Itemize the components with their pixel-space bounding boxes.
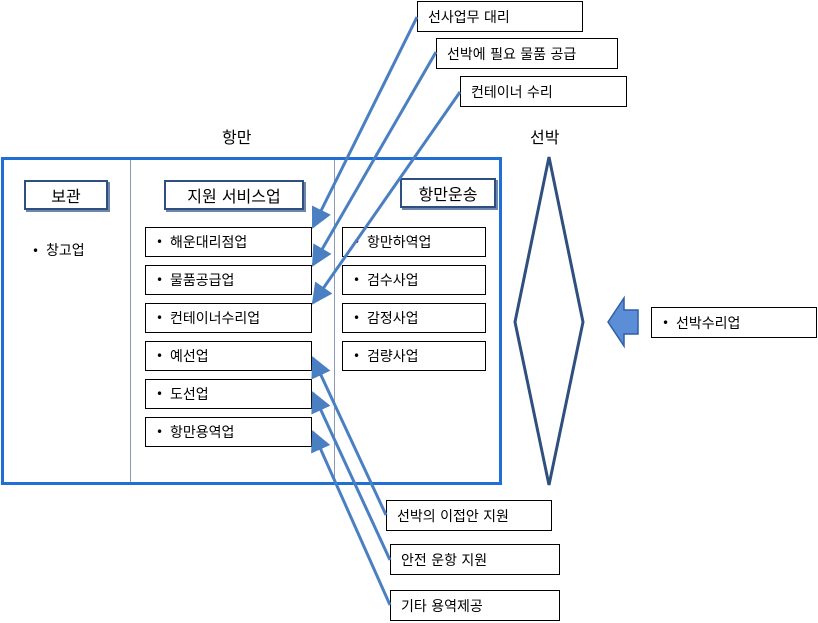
port-transport-header: 항만운송 bbox=[400, 178, 496, 208]
note-berthing: 선박의 이접안 지원 bbox=[386, 500, 552, 531]
bullet: • bbox=[156, 311, 164, 325]
support-item-agency: • 해운대리점업 bbox=[145, 227, 312, 257]
transport-item-label: 검수사업 bbox=[367, 273, 419, 289]
support-item-label: 항만용역업 bbox=[170, 425, 235, 441]
storage-header: 보관 bbox=[24, 180, 108, 210]
support-item-label: 해운대리점업 bbox=[170, 235, 248, 251]
arrow-port-service bbox=[311, 430, 392, 606]
port-frame bbox=[1, 157, 502, 485]
arrow-agency bbox=[311, 16, 419, 229]
support-item-container-repair: • 컨테이너수리업 bbox=[145, 303, 312, 333]
bullet: • bbox=[353, 349, 361, 363]
transport-item-tally: • 검수사업 bbox=[342, 265, 486, 295]
transport-item-survey: • 감정사업 bbox=[342, 303, 486, 333]
support-item-label: 물품공급업 bbox=[170, 273, 235, 289]
ship-repair-box: • 선박수리업 bbox=[651, 307, 817, 338]
support-item-supply: • 물품공급업 bbox=[145, 265, 312, 295]
support-item-label: 컨테이너수리업 bbox=[170, 311, 261, 327]
arrow-towing bbox=[311, 356, 388, 516]
bullet: • bbox=[662, 315, 670, 330]
ship-diamond bbox=[513, 156, 585, 486]
transport-item-measuring: • 검량사업 bbox=[342, 341, 486, 371]
arrow-container-repair bbox=[311, 91, 462, 305]
column-divider-2 bbox=[334, 160, 335, 482]
bullet: • bbox=[353, 273, 361, 287]
ship-title: 선박 bbox=[530, 128, 560, 147]
transport-item-stevedoring: •항만하역업 bbox=[342, 227, 486, 257]
note-other-services: 기타 용역제공 bbox=[390, 590, 560, 621]
block-arrow-left-icon bbox=[607, 295, 639, 349]
support-item-pilotage: • 도선업 bbox=[145, 379, 312, 409]
arrow-pilotage bbox=[311, 391, 392, 561]
support-item-port-service: • 항만용역업 bbox=[145, 417, 312, 447]
support-item-towing: • 예선업 bbox=[145, 341, 312, 371]
bullet: • bbox=[156, 387, 164, 401]
note-container-repair: 컨테이너 수리 bbox=[460, 76, 627, 107]
note-supply: 선박에 필요 물품 공급 bbox=[436, 38, 618, 69]
storage-item: • 창고업 bbox=[32, 240, 85, 260]
storage-item-label: 창고업 bbox=[46, 243, 85, 259]
transport-item-label: 항만하역업 bbox=[367, 235, 432, 251]
note-safe-navigation: 안전 운항 지원 bbox=[390, 544, 560, 575]
column-divider-1 bbox=[130, 160, 131, 482]
bullet: • bbox=[32, 244, 40, 258]
bullet: • bbox=[156, 349, 164, 363]
arrow-supply bbox=[311, 51, 438, 267]
port-title: 항만 bbox=[222, 128, 252, 147]
support-item-label: 예선업 bbox=[170, 349, 209, 365]
bullet: • bbox=[156, 273, 164, 287]
note-agency: 선사업무 대리 bbox=[417, 1, 583, 32]
bullet: • bbox=[156, 425, 164, 439]
bullet: • bbox=[353, 311, 361, 325]
transport-item-label: 감정사업 bbox=[367, 311, 419, 327]
transport-item-label: 검량사업 bbox=[367, 349, 419, 365]
support-service-header: 지원 서비스업 bbox=[164, 180, 304, 210]
support-item-label: 도선업 bbox=[170, 387, 209, 403]
ship-repair-label: 선박수리업 bbox=[676, 315, 741, 332]
bullet: • bbox=[156, 235, 164, 249]
